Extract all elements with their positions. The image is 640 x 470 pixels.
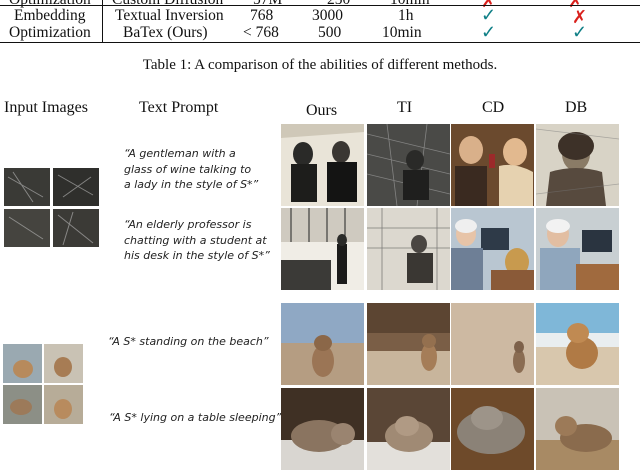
prompt-sleeping: “A S* lying on a table sleeping” (109, 410, 281, 426)
row-category: Optimization (9, 24, 91, 41)
prompt-professor: “An elderly professor is chatting with a… (124, 217, 270, 264)
row-category: Embedding (14, 7, 86, 24)
row-dim: < 768 (243, 24, 279, 41)
result-db-sleeping (536, 388, 619, 470)
row-method: Textual Inversion (115, 7, 224, 24)
row-mark-2: ✗ (572, 7, 588, 27)
result-db-beach (536, 303, 619, 385)
row-time: 10min (382, 24, 422, 41)
row-mark-2: ✓ (572, 22, 588, 42)
prompt-line: a lady in the style of S*” (124, 178, 259, 191)
row-time: 10min (390, 0, 430, 9)
header-cd: CD (482, 99, 505, 116)
header-text-prompt: Text Prompt (139, 99, 219, 116)
header-ours: Ours (306, 102, 338, 119)
row-steps: 3000 (312, 7, 343, 24)
result-ti-beach (367, 303, 450, 385)
result-cd-gentleman (451, 124, 534, 206)
result-cd-professor (451, 208, 534, 290)
row-method: Custom Diffusion (112, 0, 223, 9)
header-input-images: Input Images (4, 99, 88, 116)
prompt-line: “A S* lying on a table sleeping” (109, 411, 282, 424)
row-steps: 250 (327, 0, 350, 9)
prompt-beach: “A S* standing on the beach” (108, 334, 269, 350)
table-row: Embedding Textual Inversion 768 3000 1h … (0, 5, 640, 27)
result-ours-beach (281, 303, 364, 385)
table-rule (0, 42, 640, 43)
table-caption: Table 1: A comparison of the abilities o… (142, 57, 498, 73)
row-mark-1: ✓ (481, 22, 497, 42)
prompt-line: chatting with a student at (124, 233, 267, 247)
result-db-gentleman (536, 124, 619, 206)
table-column-separator (102, 0, 103, 42)
result-ti-professor (367, 208, 450, 290)
result-db-professor (536, 208, 619, 290)
prompt-gentleman: “A gentleman with a glass of wine talkin… (124, 146, 258, 193)
row-method: BaTex (Ours) (123, 24, 208, 41)
row-dim: 768 (250, 7, 274, 24)
table-row: Optimization BaTex (Ours) < 768 500 10mi… (0, 22, 640, 42)
input-cat-images (3, 343, 83, 425)
row-category: Optimization (9, 0, 91, 9)
input-style-images (3, 167, 101, 248)
row-dim: 57M (253, 0, 282, 9)
prompt-line: his desk in the style of S*” (124, 249, 270, 262)
result-ti-gentleman (367, 124, 450, 206)
table-rule (0, 5, 640, 6)
header-ti: TI (397, 99, 413, 116)
row-time: 1h (398, 7, 414, 24)
header-db: DB (565, 99, 588, 116)
prompt-line: “An elderly professor is (124, 218, 252, 231)
result-ti-sleeping (367, 388, 450, 470)
prompt-line: “A S* standing on the beach” (108, 335, 269, 348)
prompt-line: “A gentleman with a (124, 147, 236, 160)
result-cd-sleeping (451, 388, 534, 470)
result-ours-sleeping (281, 388, 364, 470)
row-mark-1: ✓ (481, 5, 497, 25)
row-steps: 500 (318, 24, 342, 41)
result-ours-gentleman (281, 124, 364, 206)
result-ours-professor (281, 208, 364, 290)
prompt-line: glass of wine talking to (124, 162, 252, 176)
result-cd-beach (451, 303, 534, 385)
